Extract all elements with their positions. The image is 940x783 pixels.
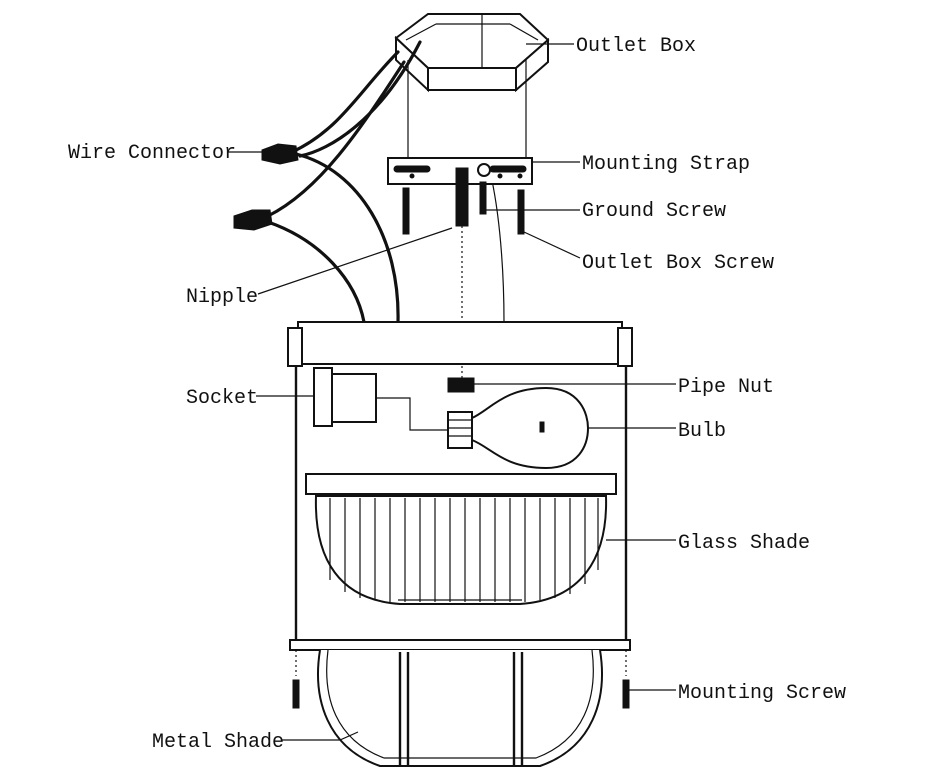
metal-shade: [317, 649, 603, 767]
label-outlet-box-screw: Outlet Box Screw: [582, 252, 774, 275]
fixture-housing: [287, 321, 633, 640]
label-nipple: Nipple: [186, 286, 258, 309]
label-socket: Socket: [186, 387, 258, 410]
ground-screw: [479, 181, 487, 215]
label-bulb: Bulb: [678, 420, 726, 443]
socket: [313, 367, 448, 431]
mounting-screw-right: [622, 679, 630, 709]
wire-connector-lower: [233, 209, 273, 231]
glass-shade: [305, 473, 617, 605]
label-ground-screw: Ground Screw: [582, 200, 726, 223]
bulb: [447, 386, 590, 470]
label-wire-connector: Wire Connector: [68, 142, 236, 165]
outlet-box-screw-right: [517, 189, 525, 235]
outlet-box-screw-left: [402, 187, 410, 235]
label-outlet-box: Outlet Box: [576, 35, 696, 58]
outlet-box: [394, 13, 550, 160]
mounting-screw-left: [292, 679, 300, 709]
house-wires: [266, 40, 422, 218]
pipe-nut: [447, 377, 475, 393]
label-mounting-screw: Mounting Screw: [678, 682, 846, 705]
label-glass-shade: Glass Shade: [678, 532, 810, 555]
wire-connector-upper: [261, 143, 299, 165]
label-mounting-strap: Mounting Strap: [582, 153, 750, 176]
label-pipe-nut: Pipe Nut: [678, 376, 774, 399]
label-metal-shade: Metal Shade: [152, 731, 284, 754]
leader-lines: [228, 43, 676, 741]
